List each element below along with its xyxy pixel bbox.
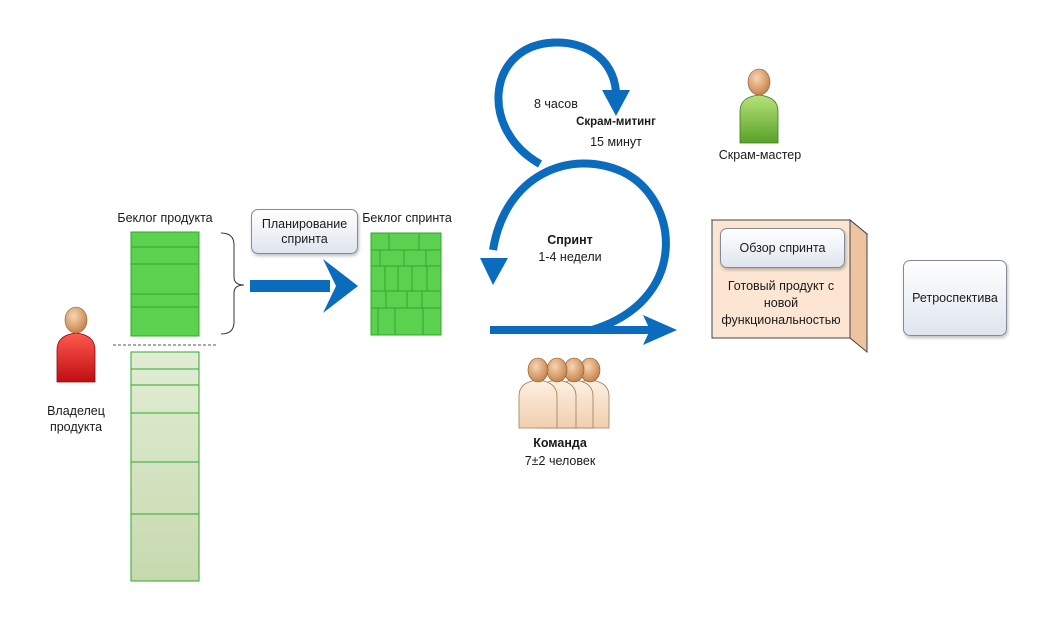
sprint-cycle-arrowhead <box>480 258 508 285</box>
sprint-backlog-stack <box>370 232 442 336</box>
scrum-master-figure <box>739 68 779 144</box>
daily-meeting-hours: 8 часов <box>534 97 578 111</box>
scrum-master-label: Скрам-мастер <box>718 148 802 162</box>
sprint-planning-box[interactable]: Планирование спринта <box>251 209 358 254</box>
product-increment-line-2: новой <box>763 296 799 310</box>
product-increment-line-1: Готовый продукт с <box>727 279 835 293</box>
backlog-brace <box>220 232 245 335</box>
retrospective-box[interactable]: Ретроспектива <box>903 260 1007 336</box>
team-size: 7±2 человек <box>524 454 596 468</box>
daily-cycle-arrow <box>494 38 621 168</box>
sprint-duration: 1-4 недели <box>538 250 602 264</box>
sprint-backlog-label: Беклог спринта <box>362 211 452 225</box>
product-owner-figure <box>56 306 96 383</box>
team-figures <box>518 357 610 429</box>
future-backlog-stack <box>130 351 200 582</box>
sprint-planning-label-2: спринта <box>281 231 328 246</box>
team-title: Команда <box>533 436 587 450</box>
product-owner-label-1: Владелец <box>47 404 105 418</box>
daily-meeting-title: Скрам-митинг <box>576 116 656 128</box>
product-backlog-stack <box>130 231 200 337</box>
sprint-review-box[interactable]: Обзор спринта <box>720 228 845 268</box>
sprint-cycle-arrow <box>489 159 670 334</box>
sprint-title: Спринт <box>547 233 593 247</box>
product-backlog-label: Беклог продукта <box>117 211 213 225</box>
daily-meeting-duration: 15 минут <box>590 135 642 149</box>
sprint-planning-label-1: Планирование <box>261 216 348 231</box>
daily-cycle-arrowhead <box>602 90 630 116</box>
product-owner-label-2: продукта <box>49 420 103 434</box>
retrospective-label: Ретроспектива <box>912 290 998 305</box>
sprint-output-arrow <box>490 315 677 345</box>
planning-arrow <box>250 259 358 313</box>
product-increment-line-3: функциональностью <box>721 313 841 327</box>
sprint-review-label: Обзор спринта <box>739 240 826 255</box>
